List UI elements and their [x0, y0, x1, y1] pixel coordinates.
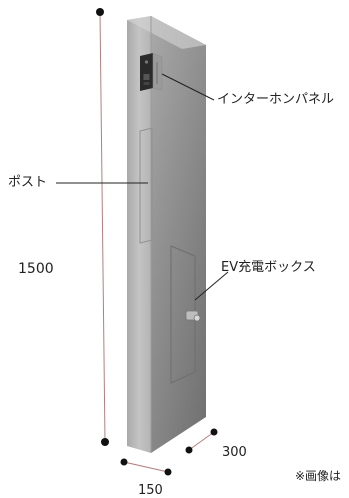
panel-mount: [152, 52, 163, 91]
pillar-front-face: [127, 16, 151, 453]
depth-dimension-dot-left: [185, 446, 193, 454]
ev-charger-box-door: [170, 245, 196, 384]
width-dimension-dot-right: [164, 468, 172, 476]
width-dimension-dot-left: [120, 458, 128, 466]
pillar-side-shade: [151, 16, 206, 453]
height-dimension-label: 1500: [18, 261, 54, 277]
post-label: ポスト: [8, 175, 48, 190]
ev-charger-knob: [193, 314, 201, 322]
intercom-camera: [144, 60, 149, 64]
intercom-speaker: [143, 82, 150, 85]
post-slot: [139, 127, 153, 244]
width-dimension-line: [123, 461, 169, 473]
pillar-top-face: [127, 16, 206, 49]
height-dimension-dot-top: [96, 8, 104, 16]
intercom-leader-line: [161, 73, 215, 101]
ev-charger-box-label: EV充電ボックス: [221, 260, 316, 275]
ev-leader-line: [194, 271, 229, 301]
depth-dimension-label: 300: [222, 445, 247, 460]
image-note: ※画像は: [295, 469, 342, 483]
height-dimension-dot-bottom: [101, 438, 109, 446]
depth-dimension-line: [188, 431, 215, 451]
height-dimension-line: [99, 11, 106, 443]
intercom-panel: [140, 53, 153, 91]
intercom-button: [143, 74, 150, 80]
intercom-panel-label: インターホンパネル: [217, 92, 335, 107]
depth-dimension-dot-right: [210, 428, 218, 436]
width-dimension-label: 150: [138, 483, 163, 498]
